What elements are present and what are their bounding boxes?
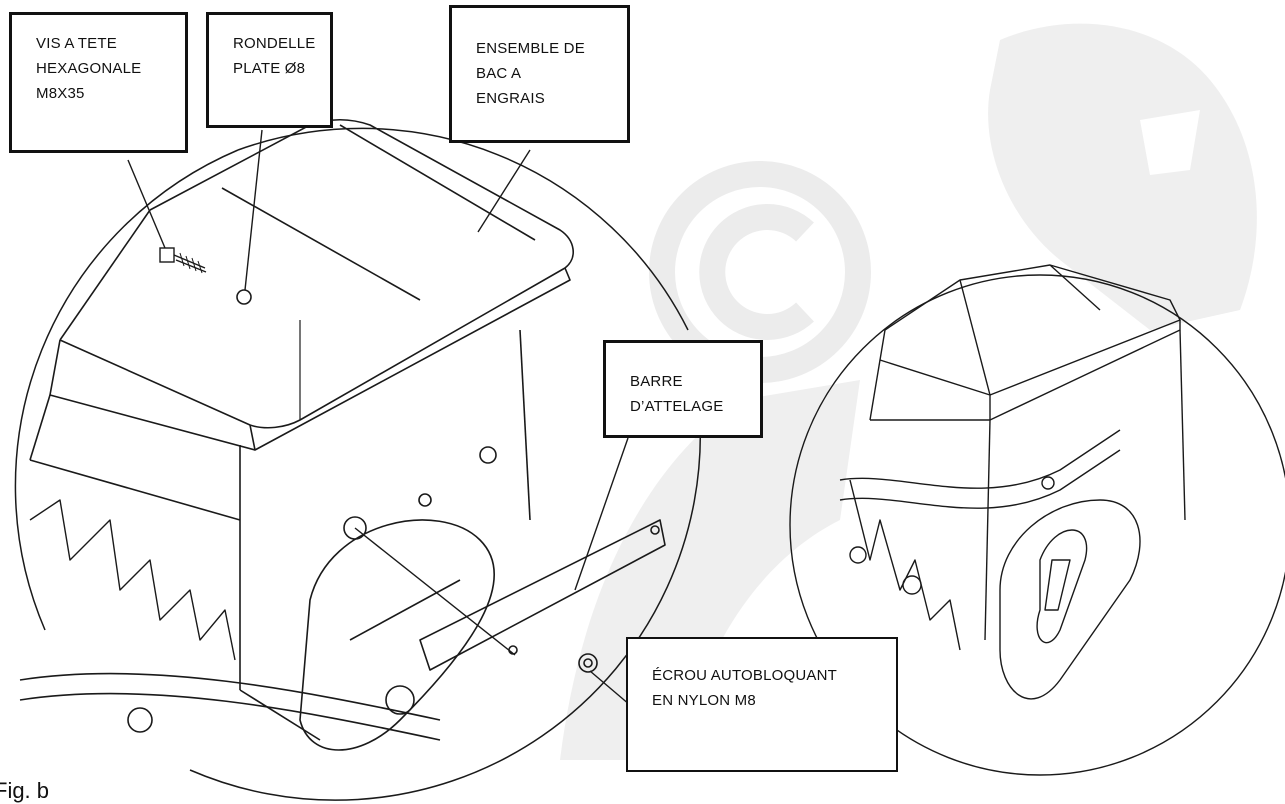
callout-line: ÉCROU AUTOBLOQUANT <box>652 667 838 684</box>
figure-label: Fig. b <box>0 778 50 803</box>
leader-lock-nut-b <box>354 527 516 656</box>
callout-line: ENGRAIS <box>476 90 545 107</box>
leader-hopper <box>477 149 531 233</box>
callout-line: RONDELLE <box>233 35 316 52</box>
leader-lock-nut-a <box>589 670 631 706</box>
fastener-screw <box>159 247 207 274</box>
detail-circle-left <box>14 127 702 801</box>
leader-hex-screw <box>127 159 166 249</box>
callout-hopper: ENSEMBLE DE BAC A ENGRAIS <box>449 5 630 143</box>
fastener-washer <box>236 289 252 305</box>
callout-washer: RONDELLE PLATE Ø8 <box>206 12 333 128</box>
callout-line: HEXAGONALE <box>36 60 142 77</box>
callout-lock-nut: ÉCROU AUTOBLOQUANT EN NYLON M8 <box>626 637 898 772</box>
callout-line: VIS A TETE <box>36 35 117 52</box>
callout-line: BARRE <box>630 373 683 390</box>
callout-line: ENSEMBLE DE <box>476 40 585 57</box>
callout-line: PLATE Ø8 <box>233 60 306 77</box>
hopper-assembly-left <box>19 118 666 751</box>
callout-hitch-bar: BARRE D’ATTELAGE <box>603 340 763 438</box>
callout-hex-screw: VIS A TETE HEXAGONALE M8X35 <box>9 12 188 153</box>
callout-line: M8X35 <box>36 85 85 102</box>
leader-hitch-bar <box>574 437 629 591</box>
callout-line: D’ATTELAGE <box>630 398 724 415</box>
fastener-nut <box>578 653 598 673</box>
watermark-copyright-letter <box>699 204 814 340</box>
leader-washer <box>244 129 263 291</box>
hopper-assembly-right <box>839 264 1186 700</box>
leader-lines <box>127 129 631 706</box>
callout-line: EN NYLON M8 <box>652 692 756 709</box>
detail-circle-right <box>789 274 1285 776</box>
callout-line: BAC A <box>476 65 522 82</box>
